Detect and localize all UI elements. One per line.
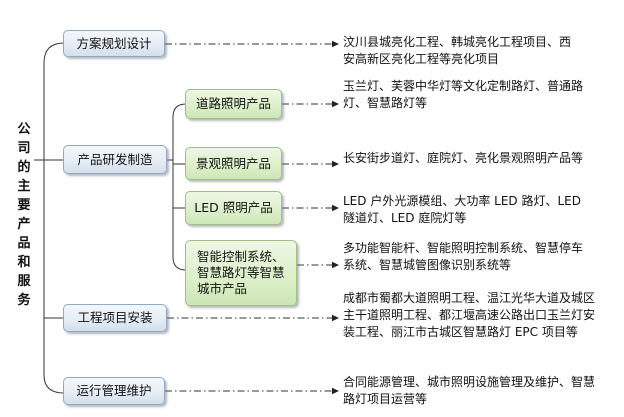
category-operation-box: 运行管理维护 — [63, 377, 165, 405]
category-rd-label: 产品研发制造 — [77, 151, 153, 167]
description-operation: 合同能源管理、城市照明设施管理及维护、智慧路灯项目运营等 — [343, 375, 596, 406]
title-char: 产 — [17, 217, 31, 232]
title-char: 的 — [17, 160, 31, 175]
category-operation-label: 运行管理维护 — [76, 383, 152, 398]
title-char: 要 — [17, 198, 31, 213]
product-road-label: 道路照明产品 — [195, 96, 271, 111]
category-design-label: 方案规划设计 — [76, 35, 152, 51]
main-bracket — [43, 42, 65, 394]
title-char: 务 — [17, 293, 31, 308]
description-smart: 多功能智能杆、智能照明控制系统、智慧停车系统、智慧城管图像识别系统等 — [343, 241, 584, 272]
category-rd-box: 产品研发制造 — [63, 145, 167, 174]
title-char: 公 — [17, 122, 31, 137]
category-design-box: 方案规划设计 — [63, 30, 165, 57]
product-landscape-label: 景观照明产品 — [195, 155, 271, 171]
description-landscape: 长安街步道灯、庭院灯、亮化景观照明产品等 — [343, 151, 584, 165]
product-road-box: 道路照明产品 — [185, 89, 282, 119]
title-char: 服 — [17, 274, 31, 289]
sub-bracket — [172, 103, 187, 271]
title-char: 司 — [17, 141, 31, 156]
category-install-box: 工程项目安装 — [63, 304, 167, 332]
title-char: 品 — [17, 236, 31, 251]
description-road: 玉兰灯、芙蓉中华灯等文化定制路灯、普通路灯、智慧路灯等 — [343, 79, 584, 110]
product-landscape-box: 景观照明产品 — [185, 147, 282, 180]
product-led-box: LED 照明产品 — [185, 191, 282, 225]
category-install-label: 工程项目安装 — [77, 310, 153, 325]
description-led: LED 户外光源模组、大功率 LED 路灯、LED 隧道灯、LED 庭院灯等 — [343, 194, 581, 225]
product-smart-label: 智能控制系统、智慧路灯等智慧城市产品 — [197, 249, 285, 296]
product-led-label: LED 照明产品 — [194, 200, 273, 215]
product-smart-box: 智能控制系统、智慧路灯等智慧城市产品 — [185, 240, 297, 306]
main-title: 公 司 的 主 要 产 品 和 服 务 — [17, 120, 31, 310]
description-install: 成都市蜀都大道照明工程、温江光华大道及城区主干道照明工程、都江堰高速公路出口玉兰… — [343, 291, 596, 339]
title-char: 主 — [17, 179, 31, 194]
title-char: 和 — [17, 255, 31, 270]
description-design: 汶川县城亮化工程、韩城亮化工程项目、西安高新区亮化工程等亮化项目 — [343, 35, 572, 66]
